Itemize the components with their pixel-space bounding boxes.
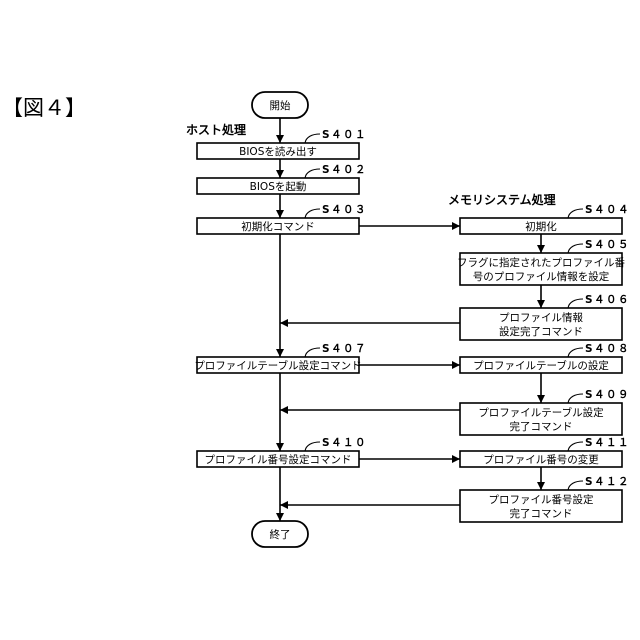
step-s401-text: BIOSを読み出す	[239, 145, 317, 158]
step-s406-text-line1: プロファイル情報	[499, 311, 583, 324]
step-s412-box: プロファイル番号設定 完了コマンド	[460, 490, 622, 522]
step-s410-text: プロファイル番号設定コマンド	[205, 453, 352, 466]
step-s408-text: プロファイルテーブルの設定	[473, 359, 609, 372]
step-s410-box: プロファイル番号設定コマンド	[197, 451, 359, 467]
step-s407-box: プロファイルテーブル設定コマンド	[194, 357, 361, 373]
step-s410-id: S４１０	[322, 437, 367, 449]
step-s405-text-line2: 号のプロファイル情報を設定	[473, 270, 610, 283]
step-s407-label: S４０７	[305, 343, 367, 357]
step-s401-id: S４０１	[322, 129, 367, 141]
step-s409-id: S４０９	[585, 389, 630, 401]
step-s411-box: プロファイル番号の変更	[460, 451, 622, 467]
step-s410-label: S４１０	[305, 437, 367, 451]
memory-system-process-header: メモリシステム処理	[448, 192, 556, 207]
step-s402-id: S４０２	[322, 164, 367, 176]
step-s402-label: S４０２	[305, 164, 367, 178]
start-label: 開始	[270, 99, 291, 112]
step-s408-label: S４０８	[568, 343, 630, 357]
step-s403-id: S４０３	[322, 204, 367, 216]
step-s412-text-line1: プロファイル番号設定	[489, 493, 594, 506]
step-s411-id: S４１１	[585, 437, 630, 449]
step-s403-label: S４０３	[305, 204, 367, 218]
step-s404-label: S４０４	[568, 204, 630, 218]
step-s407-text: プロファイルテーブル設定コマンド	[194, 359, 361, 372]
step-s401-label: S４０１	[305, 129, 367, 143]
step-s412-text-line2: 完了コマンド	[510, 507, 573, 520]
step-s406-text-line2: 設定完了コマンド	[499, 325, 583, 338]
step-s405-text-line1: フラグに指定されたプロファイル番	[457, 256, 625, 269]
step-s408-id: S４０８	[585, 343, 630, 355]
step-s409-box: プロファイルテーブル設定 完了コマンド	[460, 403, 622, 435]
end-label: 終了	[270, 528, 291, 541]
step-s403-box: 初期化コマンド	[197, 218, 359, 234]
host-process-header: ホスト処理	[186, 122, 246, 137]
step-s405-label: S４０５	[568, 239, 630, 253]
step-s411-label: S４１１	[568, 437, 630, 451]
step-s404-text: 初期化	[525, 220, 557, 233]
step-s404-id: S４０４	[585, 204, 630, 216]
step-s406-label: S４０６	[568, 294, 630, 308]
step-s401-box: BIOSを読み出す	[197, 143, 359, 159]
step-s409-text-line2: 完了コマンド	[510, 420, 573, 433]
step-s412-id: S４１２	[585, 476, 630, 488]
step-s409-text-line1: プロファイルテーブル設定	[478, 406, 604, 419]
start-terminal: 開始	[252, 92, 308, 118]
step-s409-label: S４０９	[568, 389, 630, 403]
step-s405-id: S４０５	[585, 239, 630, 251]
step-s406-id: S４０６	[585, 294, 630, 306]
step-s408-box: プロファイルテーブルの設定	[460, 357, 622, 373]
step-s404-box: 初期化	[460, 218, 622, 234]
step-s403-text: 初期化コマンド	[241, 220, 315, 233]
step-s411-text: プロファイル番号の変更	[483, 453, 599, 466]
step-s412-label: S４１２	[568, 476, 630, 490]
step-s407-id: S４０７	[322, 343, 367, 355]
step-s402-box: BIOSを起動	[197, 178, 359, 194]
step-s406-box: プロファイル情報 設定完了コマンド	[460, 308, 622, 340]
end-terminal: 終了	[252, 521, 308, 547]
step-s405-box: フラグに指定されたプロファイル番 号のプロファイル情報を設定	[457, 253, 625, 285]
step-s402-text: BIOSを起動	[250, 180, 307, 193]
